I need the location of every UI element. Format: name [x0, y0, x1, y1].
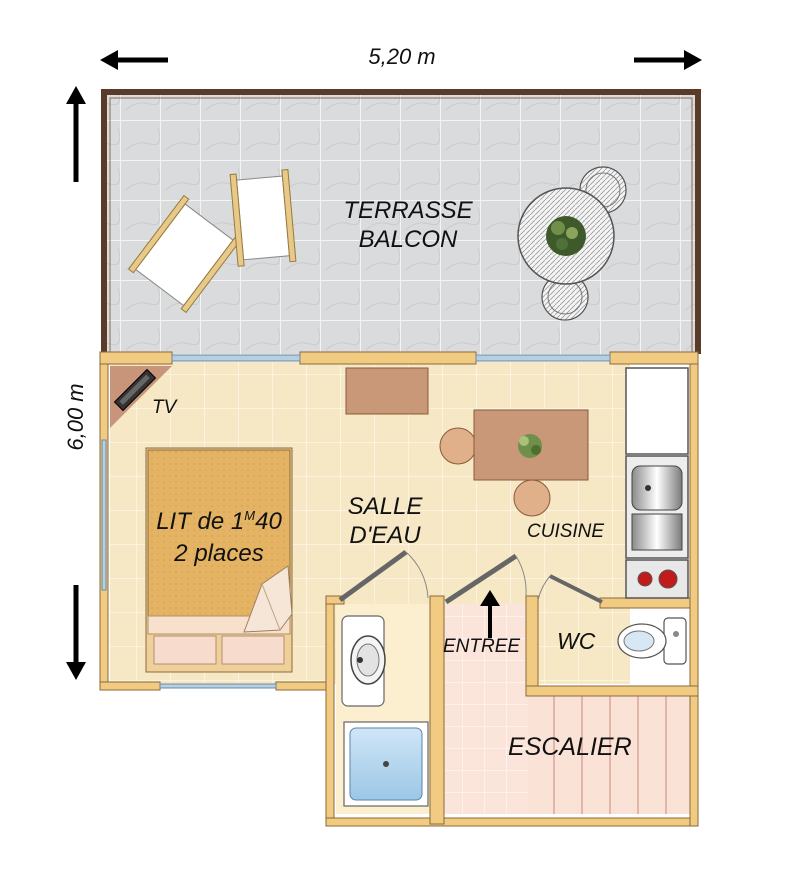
bed-label-line1: LIT de 1M40 — [156, 508, 282, 535]
tv-icon — [110, 366, 172, 428]
dining-table-icon — [439, 409, 589, 517]
bathroom-label: SALLE D'EAU — [330, 492, 440, 550]
height-label: 6,00 m — [63, 383, 88, 451]
width-label: 5,20 m — [368, 44, 436, 69]
entrance-arrow-icon — [480, 590, 500, 638]
stairs-label: ESCALIER — [508, 733, 632, 761]
entrance-label: ENTREE — [443, 636, 521, 657]
width-dimension-arrows — [100, 50, 702, 70]
bathroom-label-line2: D'EAU — [349, 522, 421, 549]
bed-label: LIT de 1M40 2 places — [146, 500, 292, 570]
windows — [101, 354, 611, 689]
deck-chair-icon — [127, 194, 243, 314]
deck-chair-icon — [229, 169, 297, 267]
stairs — [528, 690, 698, 814]
bathroom-label-line1: SALLE — [347, 493, 423, 520]
wc-label: WC — [557, 628, 596, 654]
toilet-icon — [617, 617, 687, 665]
shower-icon — [343, 721, 429, 807]
tv-label: TV — [152, 397, 177, 418]
terrace-table-icon — [517, 166, 627, 321]
bed-label-line2: 2 places — [174, 540, 264, 567]
terrace-label: TERRASSE BALCON — [318, 196, 498, 254]
bed-icon — [145, 447, 293, 673]
kitchen-label: CUISINE — [527, 521, 605, 542]
washbasin-icon — [341, 615, 386, 707]
height-dimension-arrows — [66, 86, 86, 680]
kitchen-counter — [625, 367, 689, 599]
terrace-label-line2: BALCON — [358, 226, 458, 253]
doors — [338, 549, 603, 605]
terrace-label-line1: TERRASSE — [343, 197, 473, 224]
sideboard — [345, 367, 429, 415]
